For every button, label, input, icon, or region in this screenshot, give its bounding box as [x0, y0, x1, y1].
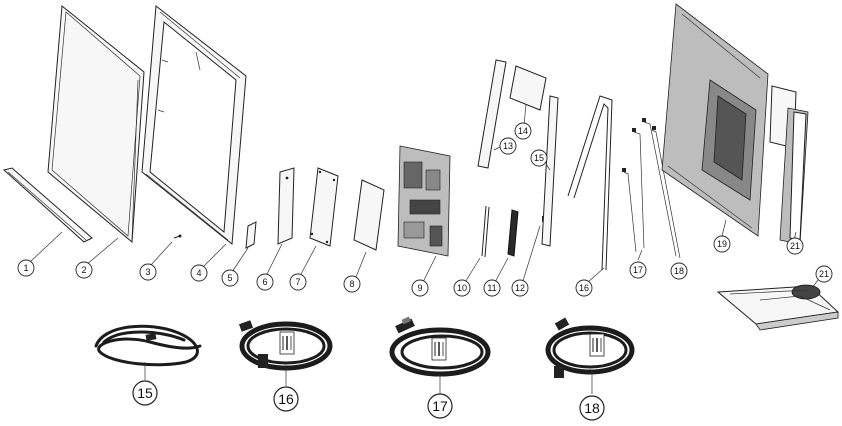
svg-text:11: 11: [487, 283, 496, 293]
part-12-clip: [521, 216, 546, 285]
part-10-strip: [463, 205, 490, 285]
callout-6: 6: [256, 273, 274, 291]
callout-1: 1: [17, 259, 35, 277]
svg-text:14: 14: [518, 126, 528, 136]
svg-text:6: 6: [262, 277, 267, 287]
svg-text:16: 16: [579, 283, 589, 293]
svg-text:1: 1: [23, 263, 28, 273]
svg-text:10: 10: [457, 283, 467, 293]
part-11-connector-board: [493, 209, 519, 285]
part-18-wires: [642, 118, 681, 259]
cable-16-illustration: [238, 320, 333, 386]
callout-19: 19: [713, 235, 731, 253]
callout-5: 5: [221, 269, 239, 287]
part-17-wires: [622, 128, 645, 261]
svg-text:2: 2: [81, 265, 86, 275]
power-cable-illustration: [94, 324, 202, 380]
svg-text:15: 15: [137, 385, 153, 401]
svg-text:8: 8: [349, 279, 354, 289]
part-9-mainboard-assembly: [397, 145, 451, 285]
svg-text:18: 18: [584, 400, 600, 416]
part-6-board: [265, 167, 295, 277]
svg-text:16: 16: [278, 391, 294, 407]
part-8-shield: [353, 179, 385, 283]
part-21-base: [716, 279, 840, 331]
cable-18-illustration: [545, 317, 635, 394]
callout-3: 3: [139, 263, 157, 281]
svg-text:15: 15: [534, 153, 544, 163]
svg-text:3: 3: [145, 267, 150, 277]
part-4-middle-frame: [141, 5, 247, 269]
part-16-rail: [567, 95, 613, 283]
callout-cable-18: 18: [579, 395, 605, 421]
svg-text:21: 21: [790, 241, 800, 251]
callout-cable-17: 17: [427, 393, 453, 419]
callout-cable-15: 15: [132, 380, 158, 406]
callout-13: 13: [499, 137, 517, 155]
callout-16: 16: [575, 279, 593, 297]
part-3-screw: [149, 234, 182, 267]
part-5-bracket: [231, 221, 257, 273]
callout-2: 2: [75, 261, 93, 279]
svg-text:13: 13: [503, 141, 513, 151]
svg-text:17: 17: [633, 265, 643, 275]
svg-text:12: 12: [515, 283, 525, 293]
callout-cable-16: 16: [273, 386, 299, 412]
part-14-pad: [509, 65, 547, 127]
callout-21-riser: 21: [786, 237, 804, 255]
svg-text:7: 7: [295, 277, 300, 287]
svg-text:17: 17: [432, 398, 448, 414]
part-1-bottom-bezel: [2, 167, 93, 263]
callout-15: 15: [530, 149, 548, 167]
callout-10: 10: [453, 279, 471, 297]
callout-14: 14: [514, 122, 532, 140]
callout-21-base: 21: [815, 265, 833, 283]
callout-17: 17: [629, 261, 647, 279]
callout-8: 8: [343, 275, 361, 293]
svg-text:9: 9: [417, 283, 422, 293]
svg-text:18: 18: [674, 266, 684, 276]
part-19-rear-cover: [661, 3, 769, 237]
part-13-foil: [477, 59, 507, 169]
part-2-lcd-panel: [47, 5, 145, 266]
cable-17-illustration: [389, 316, 491, 394]
callout-12: 12: [511, 279, 529, 297]
callout-4: 4: [190, 264, 208, 282]
part-21-stand-riser: [769, 85, 809, 245]
svg-text:21: 21: [819, 269, 829, 279]
callout-11: 11: [483, 279, 501, 297]
svg-text:5: 5: [227, 273, 232, 283]
part-7-board: [299, 167, 339, 277]
svg-text:19: 19: [717, 239, 727, 249]
part-15-strip: [541, 95, 559, 247]
callout-9: 9: [411, 279, 429, 297]
callout-18: 18: [670, 262, 688, 280]
callout-7: 7: [289, 273, 307, 291]
svg-text:4: 4: [196, 268, 201, 278]
